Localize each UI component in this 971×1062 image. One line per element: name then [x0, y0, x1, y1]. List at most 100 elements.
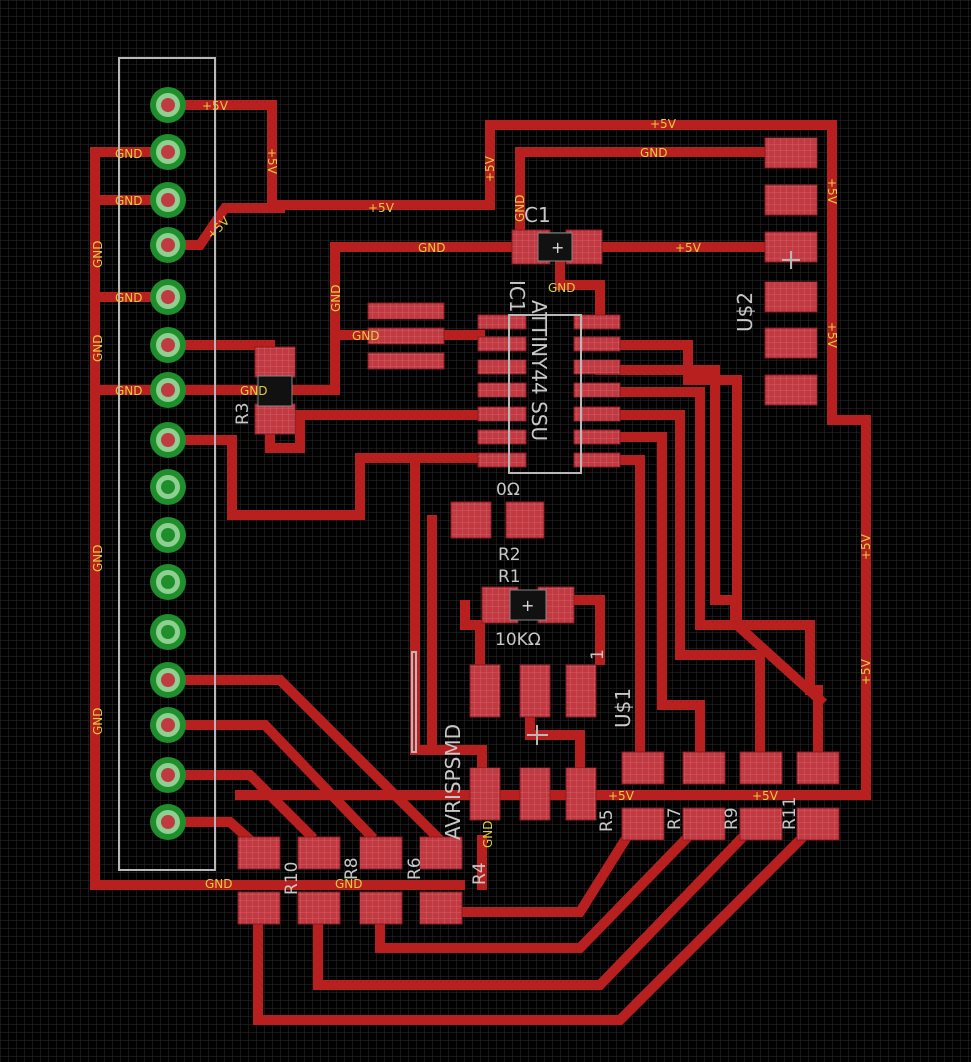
silkscreen — [411, 251, 800, 753]
trace-r8-r9 — [313, 832, 748, 990]
trace-hdr-r8 — [163, 770, 318, 843]
net-gnd-left-2: GND — [91, 334, 105, 362]
trace-r3-ic — [265, 410, 485, 453]
trace-gnd-top — [515, 147, 795, 237]
net-gnd-hdr1: GND — [115, 147, 143, 161]
net-5v-right-4: +5V — [859, 658, 873, 685]
header-pin-5 — [150, 279, 186, 315]
trace-r1-avr — [460, 600, 485, 675]
label-r7: R7 — [665, 807, 685, 830]
trace-ic-r7 — [595, 432, 705, 765]
net-gnd-top: GND — [640, 146, 668, 160]
trace-c1-ic — [555, 260, 605, 320]
copper-traces — [90, 100, 871, 1025]
part-labels: C1 IC1 ATTINY44 SSU U$2 U$1 R1 10KΩ R2 0… — [233, 203, 800, 895]
header-pin-8 — [150, 422, 186, 458]
trace-hdr-r6 — [163, 720, 378, 843]
net-5v-right-3: +5V — [859, 533, 873, 560]
header-pin-16 — [150, 804, 186, 840]
trace-ic-r11 — [595, 387, 823, 765]
label-r9: R9 — [722, 807, 742, 830]
net-5v-bottom-2: +5V — [752, 789, 779, 803]
trace-gnd-left — [90, 147, 465, 890]
net-5v-header: +5V — [202, 99, 229, 113]
r3-pads — [254, 346, 296, 435]
label-r4: R4 — [470, 862, 490, 885]
net-gnd-hdr4: GND — [115, 384, 143, 398]
net-gnd-hdr2: GND — [115, 194, 143, 208]
label-ic1-value: ATTINY44 SSU — [527, 300, 551, 441]
header-pin-12 — [150, 614, 186, 650]
net-5v-c1-right: +5V — [675, 241, 702, 255]
header-pin-14 — [150, 707, 186, 743]
r2-pads — [450, 501, 545, 539]
net-5v-bottom: +5V — [608, 789, 635, 803]
net-gnd-ic: GND — [548, 281, 576, 295]
label-r6: R6 — [405, 857, 425, 880]
label-r1-value: 10KΩ — [495, 630, 541, 650]
net-5v-vert-a: +5V — [265, 148, 279, 175]
label-r5: R5 — [597, 809, 617, 832]
net-5v-top: +5V — [650, 117, 677, 131]
net-5v-right-2: +5V — [825, 322, 839, 349]
net-gnd-bottom: GND — [205, 877, 233, 891]
net-5v-right-1: +5V — [825, 178, 839, 205]
label-avrisp: AVRISPSMD — [441, 724, 465, 840]
net-gnd-pad-small: GND — [352, 329, 380, 343]
net-gnd-left-4: GND — [91, 544, 105, 572]
header-pin-3 — [150, 182, 186, 218]
label-r3: R3 — [233, 402, 253, 425]
label-r10: R10 — [282, 862, 302, 895]
svg-text:+: + — [551, 238, 564, 257]
r1-pads: + — [481, 586, 575, 624]
header-outline — [118, 57, 216, 871]
smd-pads[interactable]: + — [237, 137, 840, 925]
header-pin-6 — [150, 327, 186, 363]
net-5v-mid: +5V — [368, 201, 395, 215]
trace-r4-r5 — [435, 833, 632, 917]
header-pin-10 — [150, 517, 186, 553]
header-pins[interactable] — [150, 87, 186, 840]
resonator-pads — [367, 302, 445, 370]
ic1-outline — [508, 314, 582, 474]
label-r2: R2 — [498, 545, 521, 565]
net-gnd-left-vert: GND — [329, 284, 343, 312]
trace-r10-r11 — [253, 832, 808, 1025]
net-gnd-c1: GND — [418, 241, 446, 255]
net-gnd-vert-2: GND — [91, 707, 105, 735]
trace-ic-top — [595, 340, 828, 708]
label-pin1: 1 — [588, 649, 608, 660]
trace-hdr-r3b — [163, 435, 485, 520]
header-pin-13 — [150, 662, 186, 698]
ic1-left-pins — [477, 314, 527, 468]
header-pin-11 — [150, 564, 186, 600]
net-gnd-vert: GND — [513, 194, 527, 222]
label-r1: R1 — [498, 567, 521, 587]
net-gnd-r4: GND — [481, 820, 495, 848]
ic1-right-pins — [573, 314, 621, 468]
right-resistor-pads — [621, 751, 840, 841]
c1-pads: + — [511, 229, 603, 265]
label-r11: R11 — [780, 797, 800, 830]
trace-hdr-r10 — [163, 817, 258, 848]
avrisp-pads — [469, 664, 597, 821]
bottom-resistor-pads — [237, 836, 463, 925]
svg-text:+: + — [521, 596, 534, 615]
label-r2-value: 0Ω — [496, 480, 520, 500]
trace-ic-r9 — [595, 410, 765, 765]
header-pin-2 — [150, 134, 186, 170]
net-gnd-bottom-2: GND — [335, 877, 363, 891]
net-gnd-left-1: GND — [91, 240, 105, 268]
header-pin-7 — [150, 372, 186, 408]
net-gnd-r3: GND — [240, 384, 268, 398]
net-gnd-hdr3: GND — [115, 291, 143, 305]
net-5v-vert-top: +5V — [483, 155, 497, 182]
trace-5v-header — [163, 100, 871, 800]
trace-gnd-c1 — [163, 242, 535, 395]
avrisp-outline — [411, 651, 417, 753]
label-us2: U$2 — [733, 292, 757, 332]
label-c1: C1 — [524, 203, 551, 227]
label-us1: U$1 — [611, 688, 635, 728]
label-ic1: IC1 — [505, 280, 529, 313]
